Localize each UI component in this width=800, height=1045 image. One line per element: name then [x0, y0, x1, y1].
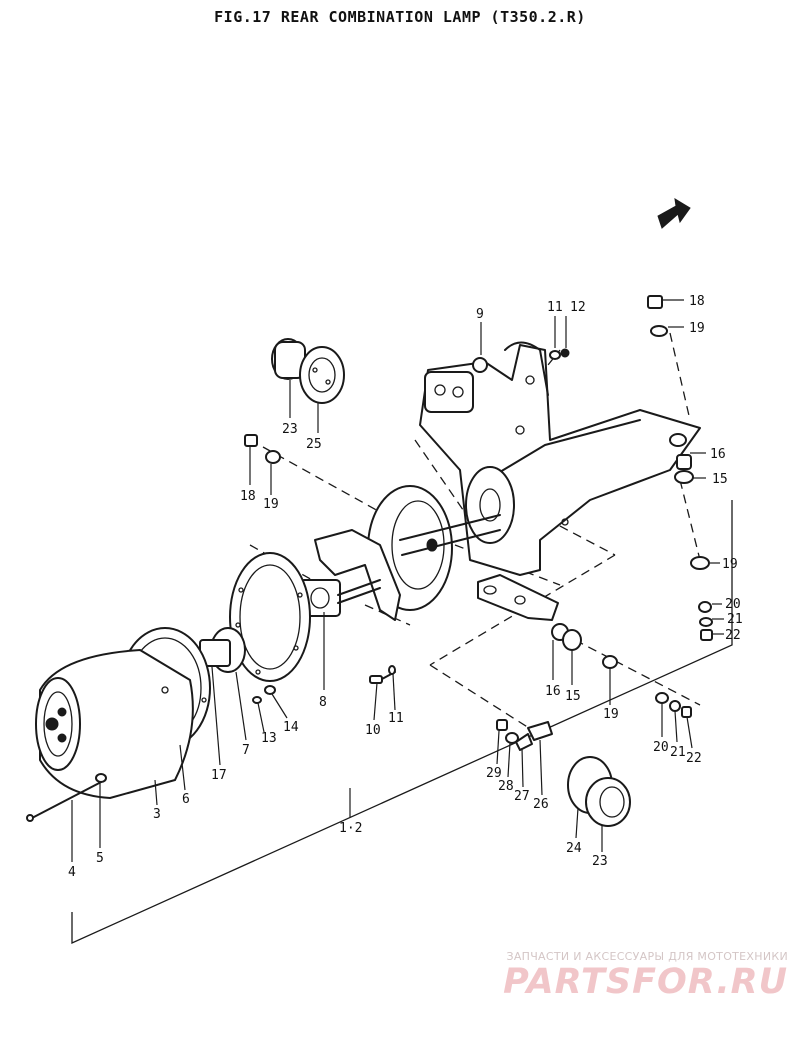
callout-11: 11 — [388, 711, 404, 726]
lamp-screw — [26, 773, 107, 822]
callout-20: 20 — [725, 597, 741, 612]
callout-6: 6 — [182, 792, 190, 807]
callout-19: 19 — [263, 497, 279, 512]
callout-29: 29 — [486, 766, 502, 781]
watermark-tagline: ЗАПЧАСТИ И АКСЕССУАРЫ ДЛЯ МОТОТЕХНИКИ — [506, 950, 788, 963]
callout-12: 12 — [570, 300, 586, 315]
callout-17: 17 — [211, 768, 227, 783]
screw-13-14 — [252, 685, 276, 704]
callout-9: 9 — [476, 307, 484, 322]
callout-23: 23 — [282, 422, 298, 437]
reflector-top — [271, 338, 345, 404]
callout-11: 11 — [547, 300, 563, 315]
callout-14: 14 — [283, 720, 299, 735]
callout-21: 21 — [727, 612, 743, 627]
callout-19: 19 — [689, 321, 705, 336]
callout-18: 18 — [689, 294, 705, 309]
lens-gasket — [229, 552, 311, 682]
callout-7: 7 — [242, 743, 250, 758]
callout-16: 16 — [545, 684, 561, 699]
callout-16: 16 — [710, 447, 726, 462]
assembly-1-2-bracket — [71, 500, 733, 945]
callout-10: 10 — [365, 723, 381, 738]
grommet-parts — [496, 719, 553, 751]
front-direction-arrow-icon — [657, 198, 691, 229]
callout-26: 26 — [533, 797, 549, 812]
callout-8: 8 — [319, 695, 327, 710]
lamp-lens-body — [35, 649, 194, 799]
screw-10-11 — [369, 665, 396, 684]
callout-24: 24 — [566, 841, 582, 856]
callout-13: 13 — [261, 731, 277, 746]
callout-19: 19 — [603, 707, 619, 722]
mounting-hardware — [244, 295, 713, 718]
callout-20: 20 — [653, 740, 669, 755]
callout-15: 15 — [565, 689, 581, 704]
callout-4: 4 — [68, 865, 76, 880]
bulb-socket — [199, 627, 246, 673]
callout-18: 18 — [240, 489, 256, 504]
callout-23: 23 — [592, 854, 608, 869]
callout-22: 22 — [725, 628, 741, 643]
callout-28: 28 — [498, 779, 514, 794]
leader-lines — [71, 299, 724, 862]
callout-15: 15 — [712, 472, 728, 487]
page-title: FIG.17 REAR COMBINATION LAMP (T350.2.R) — [214, 8, 586, 26]
callout-21: 21 — [670, 745, 686, 760]
reflector-bottom — [567, 756, 631, 827]
watermark-logo: PARTSFOR.RU — [503, 962, 788, 1002]
callout-27: 27 — [514, 789, 530, 804]
callout-1-2: 1·2 — [339, 821, 362, 836]
part-callouts: 9 11 12 18 19 23 25 18 19 16 15 19 20 21… — [68, 294, 743, 880]
callout-22: 22 — [686, 751, 702, 766]
callout-5: 5 — [96, 851, 104, 866]
callout-19: 19 — [722, 557, 738, 572]
rear-fender-bracket — [419, 341, 701, 621]
callout-3: 3 — [153, 807, 161, 822]
callout-25: 25 — [306, 437, 322, 452]
